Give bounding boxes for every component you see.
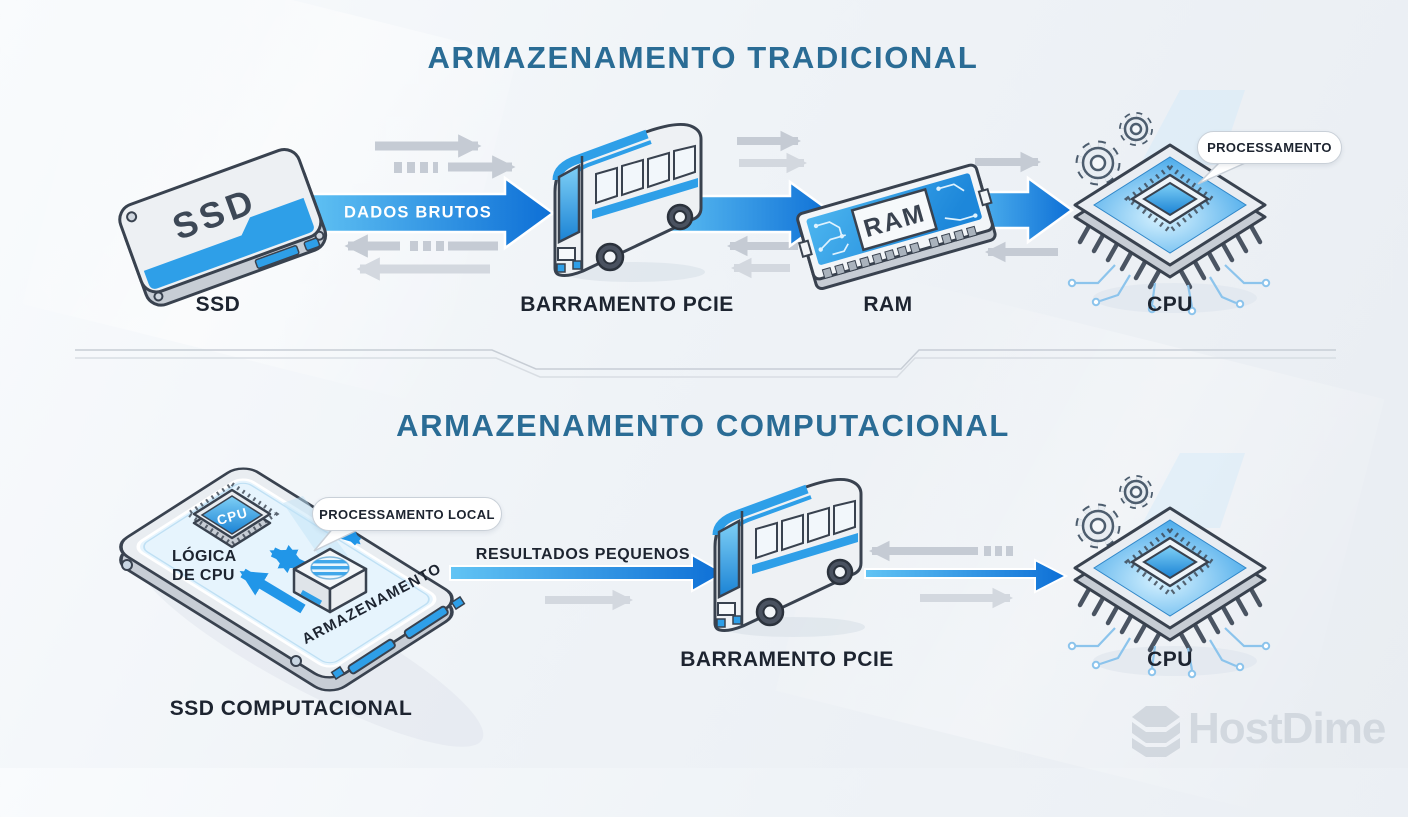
cpu-label: CPU: [1147, 293, 1193, 316]
resultados-label: RESULTADOS PEQUENOS: [475, 546, 691, 563]
cpu-icon: [1069, 90, 1269, 314]
cpu-icon-bottom: [1069, 453, 1269, 677]
cpu-logic-label-line2: DE CPU: [172, 567, 235, 584]
ram-icon: RAM: [796, 163, 997, 291]
processing-bubble: PROCESSAMENTO: [1197, 131, 1342, 164]
pcie-bus-icon: [555, 124, 705, 282]
section-divider: [75, 349, 1336, 378]
computational-ssd-label: SSD COMPUTACIONAL: [169, 697, 413, 720]
cpu-logic-label-line1: LÓGICA: [172, 548, 237, 565]
ssd-icon: SSD: [118, 148, 328, 307]
ram-label: RAM: [863, 293, 913, 316]
local-processing-bubble: PROCESSAMENTO LOCAL: [312, 497, 502, 531]
light-beam: [283, 496, 348, 566]
ssd-internal-cpu-chip-icon: CPU: [184, 481, 280, 549]
ssd-label: SSD: [195, 293, 241, 316]
diagram-canvas: SSD RAM: [75, 0, 1336, 757]
dados-brutos-arrow: [298, 175, 556, 251]
pcie-bus-icon-bottom: [715, 479, 865, 637]
hostdime-watermark: HostDime: [1188, 704, 1386, 754]
traditional-title: ARMAZENAMENTO TRADICIONAL: [427, 40, 979, 75]
hostdime-logo-icon: [1132, 706, 1180, 757]
bus-to-cpu-arrow: [864, 558, 1069, 594]
resultados-arrow: [449, 553, 727, 593]
cpu-label-bottom: CPU: [1147, 648, 1193, 671]
pcie-bus-label-bottom: BARRAMENTO PCIE: [680, 648, 894, 671]
dados-brutos-label: DADOS BRUTOS: [344, 203, 492, 222]
gray-arrows-bottom: [868, 540, 1014, 609]
storage-box-icon: [292, 547, 368, 614]
pcie-bus-label: BARRAMENTO PCIE: [520, 293, 734, 316]
computational-title: ARMAZENAMENTO COMPUTACIONAL: [396, 408, 1010, 443]
data-flow-arrows-top: [344, 130, 1058, 281]
hostdime-watermark-text: HostDime: [1188, 704, 1386, 753]
